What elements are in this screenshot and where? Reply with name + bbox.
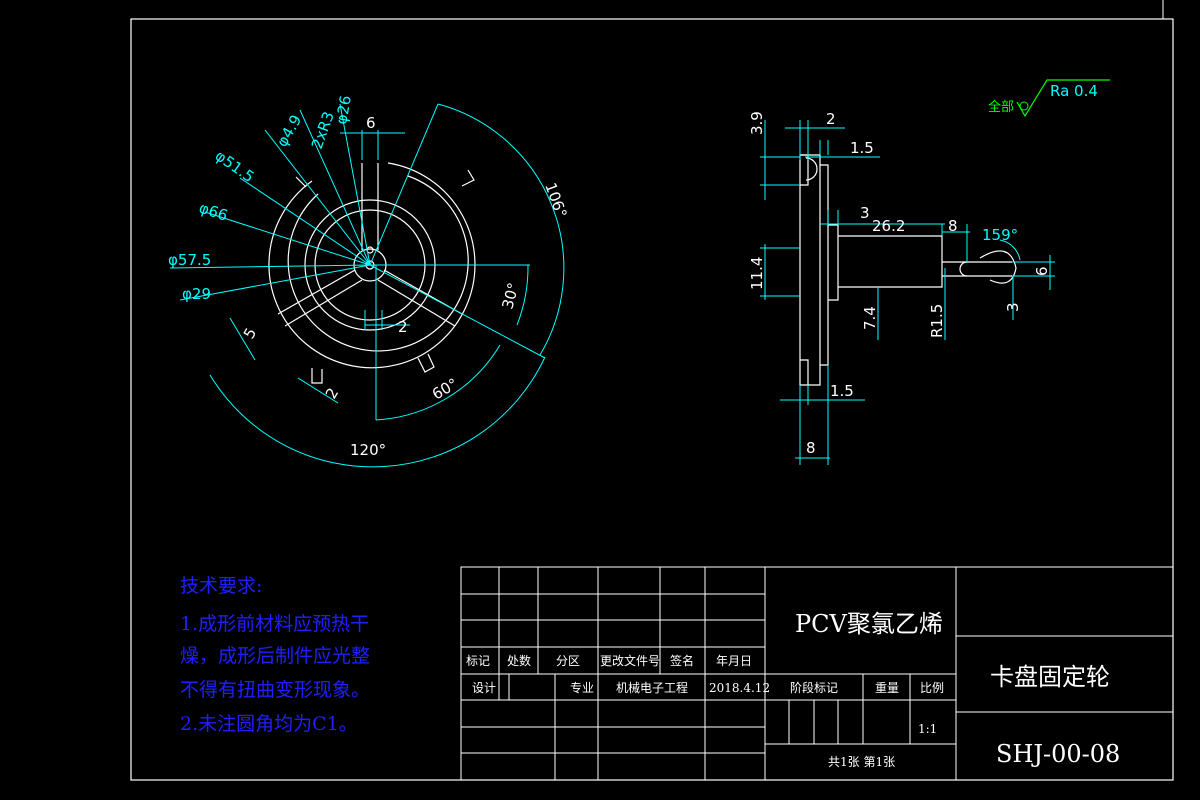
tb-major-value: 机械电子工程 [616, 680, 688, 695]
tech-req-title: 技术要求: [180, 575, 262, 597]
tb-stage-label: 阶段标记 [790, 680, 838, 695]
title-block-text: 标记 处数 分区 更改文件号 签名 年月日 设计 专业 机械电子工程 2018.… [466, 610, 1120, 769]
tb-scale-value: 1:1 [918, 722, 937, 736]
title-block [460, 566, 1174, 781]
svg-text:6: 6 [1033, 266, 1051, 276]
svg-text:26.2: 26.2 [872, 217, 905, 235]
tech-req-line: 1.成形前材料应预热干 [180, 613, 369, 635]
technical-requirements: 技术要求: 1.成形前材料应预热干 燥，成形后制件应光整 不得有扭曲变形现象。 … [180, 575, 370, 735]
svg-text:3.9: 3.9 [748, 111, 766, 135]
tb-material: PCV聚氯乙烯 [795, 610, 943, 638]
svg-text:2: 2 [826, 110, 836, 128]
tb-date: 2018.4.12 [709, 681, 770, 695]
side-view: 3.9 2 1.5 3 26.2 8 159° 11.4 6 7.4 R1.5 … [748, 110, 1055, 465]
tb-sheets: 共1张 第1张 [828, 755, 895, 769]
svg-text:φ57.5: φ57.5 [168, 251, 211, 269]
svg-text:R1.5: R1.5 [928, 304, 946, 338]
tb-header-label: 标记 [466, 654, 490, 668]
svg-text:φ26: φ26 [332, 94, 355, 126]
svg-text:3: 3 [860, 204, 870, 222]
svg-text:7.4: 7.4 [861, 306, 879, 330]
svg-text:Ra 0.4: Ra 0.4 [1050, 82, 1098, 100]
tb-weight-label: 重量 [875, 681, 899, 695]
tb-major-label: 专业 [570, 680, 594, 695]
svg-text:120°: 120° [350, 441, 386, 459]
tb-drawing-number: SHJ-00-08 [996, 740, 1120, 768]
tech-req-line: 燥，成形后制件应光整 [180, 645, 370, 667]
side-view-dimensions [760, 120, 1055, 465]
tb-header-label: 处数 [507, 653, 531, 668]
svg-text:6: 6 [366, 114, 376, 132]
svg-text:1.5: 1.5 [830, 382, 854, 400]
tb-designer-label: 设计 [472, 681, 496, 695]
tb-scale-label: 比例 [920, 681, 944, 695]
tech-req-line: 2.未注圆角均为C1。 [180, 713, 358, 735]
surface-finish-symbol: 全部 Ra 0.4 [988, 79, 1110, 118]
front-view-dimensions [169, 103, 565, 468]
side-view-outline [799, 154, 1017, 386]
rim-outer [268, 162, 476, 369]
tb-header-label: 分区 [556, 654, 580, 668]
svg-text:全部: 全部 [988, 99, 1014, 115]
svg-text:8: 8 [948, 217, 958, 235]
rim-inner [287, 175, 469, 352]
tb-header-label: 年月日 [716, 654, 752, 668]
svg-text:φ29: φ29 [182, 285, 211, 303]
svg-text:11.4: 11.4 [748, 257, 766, 290]
side-view-dimension-labels: 3.9 2 1.5 3 26.2 8 159° 11.4 6 7.4 R1.5 … [748, 110, 1051, 457]
svg-text:8: 8 [806, 439, 816, 457]
tb-header-label: 更改文件号 [600, 653, 660, 668]
tech-req-line: 不得有扭曲变形现象。 [180, 679, 370, 701]
svg-text:3: 3 [1004, 302, 1022, 312]
tb-header-label: 签名 [670, 653, 694, 668]
svg-text:2: 2 [398, 318, 408, 336]
svg-text:1.5: 1.5 [850, 139, 874, 157]
tb-part-name: 卡盘固定轮 [990, 663, 1110, 691]
svg-text:159°: 159° [982, 226, 1018, 244]
